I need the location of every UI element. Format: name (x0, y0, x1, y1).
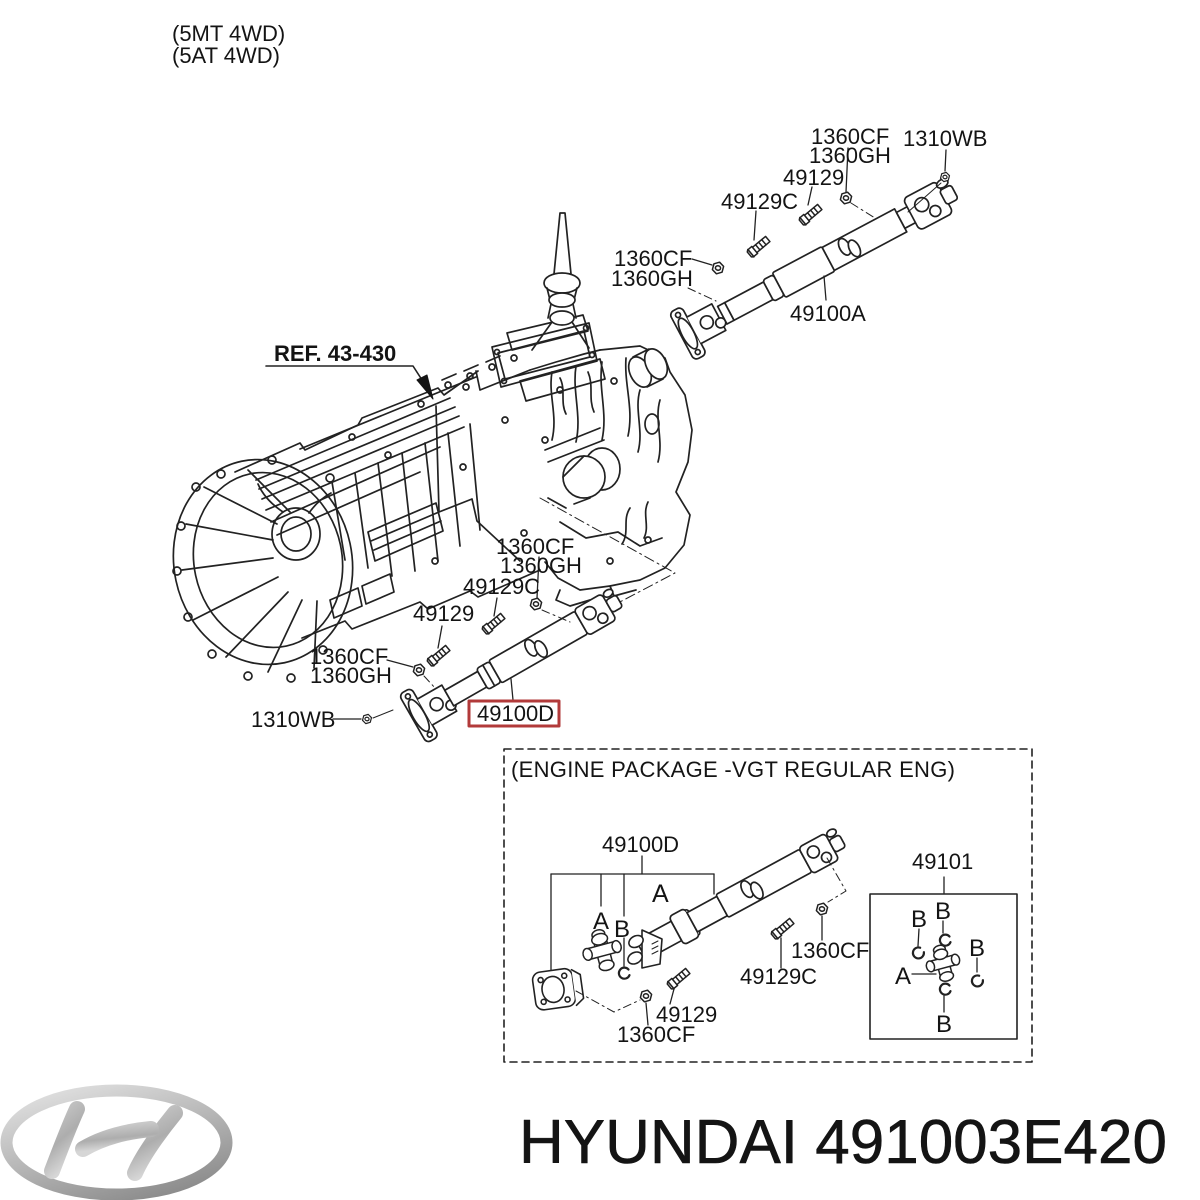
svg-text:49129: 49129 (413, 601, 474, 626)
svg-text:A: A (652, 880, 669, 908)
svg-text:(5AT 4WD): (5AT 4WD) (172, 43, 280, 68)
svg-text:REF. 43-430: REF. 43-430 (274, 341, 396, 366)
svg-text:49129C: 49129C (740, 964, 817, 989)
svg-text:1360CF: 1360CF (617, 1022, 695, 1047)
svg-text:1360CF: 1360CF (310, 644, 388, 669)
svg-text:49129C: 49129C (721, 189, 798, 214)
svg-text:1360CF: 1360CF (614, 246, 692, 271)
svg-text:B: B (935, 898, 951, 925)
svg-text:1360CF: 1360CF (811, 124, 889, 149)
svg-text:1360GH: 1360GH (809, 143, 891, 168)
svg-text:HYUNDAI 491003E420: HYUNDAI 491003E420 (519, 1108, 1167, 1177)
svg-text:1310WB: 1310WB (251, 707, 335, 732)
svg-text:1360CF: 1360CF (496, 534, 574, 559)
svg-text:49129: 49129 (783, 165, 844, 190)
svg-text:1360GH: 1360GH (310, 663, 392, 688)
svg-text:1360GH: 1360GH (611, 266, 693, 291)
svg-text:B: B (614, 916, 630, 943)
svg-text:B: B (911, 906, 927, 933)
svg-text:49100D: 49100D (602, 832, 679, 857)
svg-text:1310WB: 1310WB (903, 126, 987, 151)
svg-text:49129: 49129 (656, 1002, 717, 1027)
svg-text:49129C: 49129C (463, 574, 540, 599)
svg-text:1360GH: 1360GH (500, 553, 582, 578)
svg-text:49101: 49101 (912, 849, 973, 874)
svg-text:A: A (593, 908, 609, 935)
svg-text:49100A: 49100A (790, 301, 866, 326)
svg-text:B: B (936, 1011, 952, 1038)
svg-text:(5MT 4WD): (5MT 4WD) (172, 21, 285, 46)
svg-text:A: A (895, 963, 911, 990)
svg-text:(ENGINE PACKAGE -VGT REGULAR E: (ENGINE PACKAGE -VGT REGULAR ENG) (511, 757, 955, 782)
svg-text:1360CF: 1360CF (791, 938, 869, 963)
svg-text:49100D: 49100D (477, 701, 554, 726)
svg-text:B: B (969, 935, 985, 962)
